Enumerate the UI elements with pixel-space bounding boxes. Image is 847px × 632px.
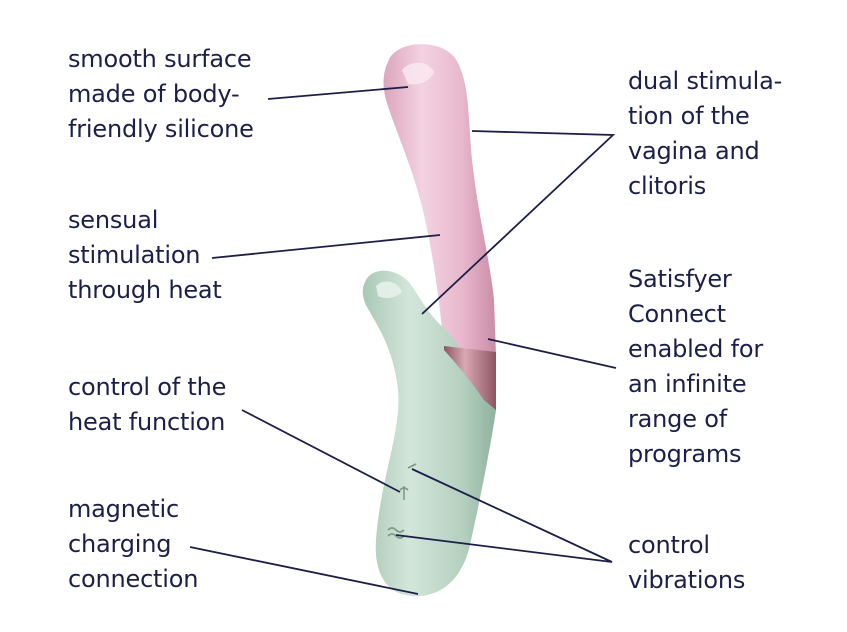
mint-highlight [376,281,402,299]
label-charging: magnetic charging connection [68,492,198,597]
label-line: tion of the [628,102,750,130]
leader-lines [189,86,617,595]
leader-dual [421,130,616,315]
label-line: an infinite [628,370,747,398]
leader-heat [211,234,441,259]
label-line: sensual [68,206,159,234]
label-line: control [628,531,710,559]
leader-connect [487,338,617,369]
label-line: vagina and [628,137,760,165]
label-line: programs [628,440,742,468]
leader-charging [189,546,419,595]
label-line: control of the [68,373,227,401]
label-heat: sensual stimulation through heat [68,203,222,308]
label-surface: smooth surface made of body- friendly si… [68,42,254,147]
label-line: through heat [68,276,222,304]
label-line: dual stimula- [628,67,783,95]
label-line: heat function [68,408,226,436]
label-heat-control: control of the heat function [68,370,226,440]
label-line: magnetic [68,495,179,523]
heat-symbol-icon[interactable] [399,486,409,500]
metal-band [444,346,496,410]
leader-heat-control [241,409,401,493]
label-vibrations: control vibrations [628,528,745,598]
label-line: made of body- [68,80,240,108]
leader-vibration [395,468,613,563]
label-connect: Satisfyer Connect enabled for an infinit… [628,262,763,472]
label-line: friendly silicone [68,115,254,143]
label-line: enabled for [628,335,764,363]
pink-shaft-highlight [402,62,434,85]
label-line: Connect [628,300,726,328]
label-line: connection [68,565,199,593]
label-line: charging [68,530,172,558]
vibration-symbol-icon[interactable] [387,527,405,539]
label-dual: dual stimula- tion of the vagina and cli… [628,64,782,204]
label-line: clitoris [628,172,707,200]
label-line: stimulation [68,241,201,269]
label-line: vibrations [628,566,746,594]
pink-shaft [383,44,496,355]
leader-surface [267,86,409,100]
button-mark-icon[interactable] [407,463,417,469]
label-line: smooth surface [68,45,252,73]
label-line: Satisfyer [628,265,732,293]
label-line: range of [628,405,727,433]
